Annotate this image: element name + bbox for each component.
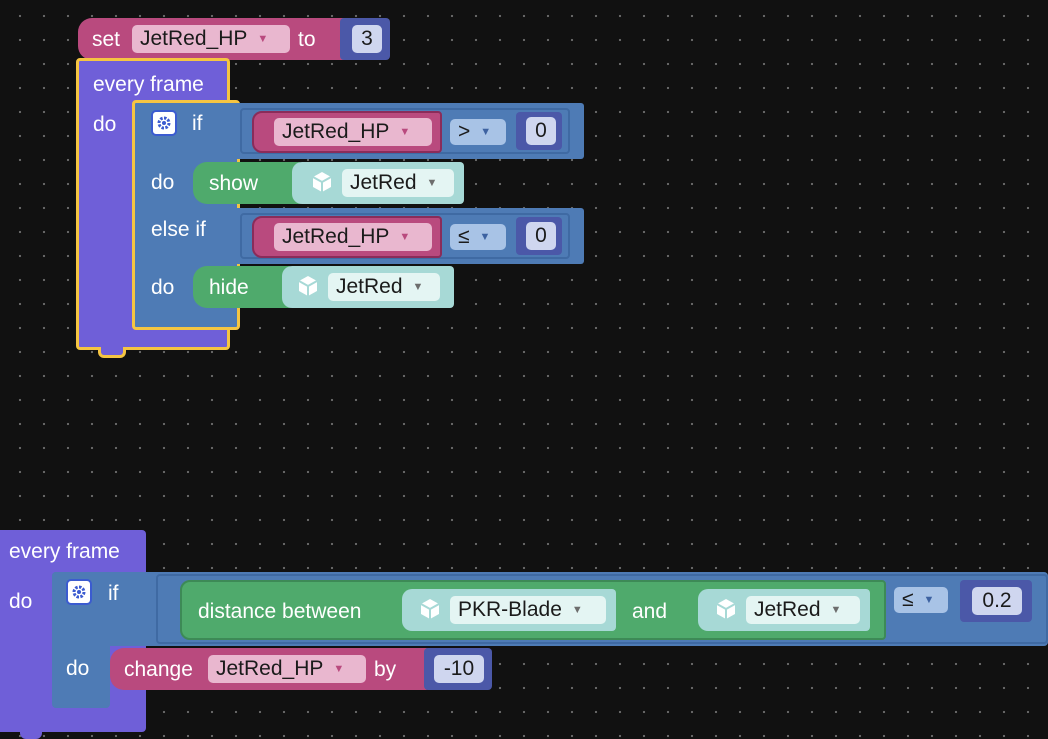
if-label-1: if xyxy=(192,112,203,135)
chevron-down-icon: ▼ xyxy=(333,663,345,675)
set-value-block[interactable]: 3 xyxy=(340,18,390,60)
chevron-down-icon: ▼ xyxy=(257,33,269,45)
change-variable-block[interactable]: change JetRed_HP ▼ by xyxy=(110,648,430,690)
if-label-2: if xyxy=(108,582,119,605)
change-value-field[interactable]: -10 xyxy=(434,655,484,683)
sprite-name-a: PKR-Blade xyxy=(458,598,562,621)
operator-dropdown-2[interactable]: ≤ ▼ xyxy=(450,224,506,250)
gear-icon[interactable] xyxy=(151,110,177,136)
hide-block[interactable]: hide xyxy=(193,266,293,308)
number-block-1[interactable]: 0 xyxy=(516,112,562,150)
do-label-2: do xyxy=(9,590,33,613)
hide-label: hide xyxy=(209,276,249,299)
sprite-dropdown-1[interactable]: JetRed ▼ xyxy=(342,169,454,197)
set-label: set xyxy=(92,28,121,51)
cube-icon xyxy=(312,172,332,192)
do-label-1b: do xyxy=(151,276,175,299)
chevron-down-icon: ▼ xyxy=(399,126,411,138)
variable-dropdown-2[interactable]: JetRed_HP ▼ xyxy=(274,223,432,251)
variable-block-1[interactable]: JetRed_HP ▼ xyxy=(252,111,442,153)
operator-dropdown-1[interactable]: > ▼ xyxy=(450,119,506,145)
set-value-field[interactable]: 3 xyxy=(352,25,382,53)
gear-icon[interactable] xyxy=(66,579,92,605)
show-block[interactable]: show xyxy=(193,162,303,204)
number-block-2[interactable]: 0 xyxy=(516,217,562,255)
sprite-block-1[interactable]: JetRed ▼ xyxy=(292,162,464,204)
set-variable-dropdown[interactable]: JetRed_HP ▼ xyxy=(132,25,290,53)
number-field-3[interactable]: 0.2 xyxy=(972,587,1022,615)
every-frame-label-2: every frame xyxy=(9,540,120,563)
do-label-1a: do xyxy=(151,171,175,194)
chevron-down-icon: ▼ xyxy=(412,281,424,293)
number-field-1[interactable]: 0 xyxy=(526,117,556,145)
chevron-down-icon: ▼ xyxy=(426,177,438,189)
and-label: and xyxy=(632,600,668,623)
chevron-down-icon: ▼ xyxy=(479,231,491,243)
if-body-1 xyxy=(136,103,194,325)
do-label-1: do xyxy=(93,113,117,136)
to-label: to xyxy=(298,28,316,51)
variable-block-2[interactable]: JetRed_HP ▼ xyxy=(252,216,442,258)
operator-3: ≤ xyxy=(902,588,914,611)
elseif-label-1: else if xyxy=(151,218,206,241)
change-variable-dropdown[interactable]: JetRed_HP ▼ xyxy=(208,655,366,683)
cube-icon xyxy=(716,599,736,619)
variable-name-1: JetRed_HP xyxy=(282,120,390,143)
block-notch xyxy=(98,347,126,358)
sprite-dropdown-2[interactable]: JetRed ▼ xyxy=(328,273,440,301)
event-group-1[interactable]: set JetRed_HP ▼ to 3 every frame do if d… xyxy=(0,0,600,360)
sprite-name-2: JetRed xyxy=(336,275,403,298)
number-block-3[interactable]: 0.2 xyxy=(960,580,1032,622)
sprite-block-a[interactable]: PKR-Blade ▼ xyxy=(402,589,616,631)
change-value-block[interactable]: -10 xyxy=(424,648,492,690)
variable-name-2: JetRed_HP xyxy=(282,225,390,248)
sprite-block-2[interactable]: JetRed ▼ xyxy=(282,266,454,308)
distance-label: distance between xyxy=(198,600,362,623)
sprite-name-b: JetRed xyxy=(754,598,821,621)
event-group-2[interactable]: every frame do if do distance between an… xyxy=(0,520,1048,739)
chevron-down-icon: ▼ xyxy=(399,231,411,243)
block-notch xyxy=(20,731,42,739)
operator-dropdown-3[interactable]: ≤ ▼ xyxy=(894,587,948,613)
chevron-down-icon: ▼ xyxy=(571,604,583,616)
by-label: by xyxy=(374,658,397,681)
chevron-down-icon: ▼ xyxy=(923,594,935,606)
sprite-dropdown-b[interactable]: JetRed ▼ xyxy=(746,596,860,624)
change-variable-name: JetRed_HP xyxy=(216,657,324,680)
number-field-2[interactable]: 0 xyxy=(526,222,556,250)
operator-1: > xyxy=(458,120,471,143)
operator-2: ≤ xyxy=(458,225,470,248)
chevron-down-icon: ▼ xyxy=(830,604,842,616)
sprite-name-1: JetRed xyxy=(350,171,417,194)
variable-dropdown-1[interactable]: JetRed_HP ▼ xyxy=(274,118,432,146)
do-label-2a: do xyxy=(66,657,90,680)
chevron-down-icon: ▼ xyxy=(480,126,492,138)
set-variable-block[interactable]: set JetRed_HP ▼ to xyxy=(78,18,350,60)
change-label: change xyxy=(124,658,193,681)
sprite-block-b[interactable]: JetRed ▼ xyxy=(698,589,870,631)
sprite-dropdown-a[interactable]: PKR-Blade ▼ xyxy=(450,596,606,624)
set-variable-name: JetRed_HP xyxy=(140,27,248,50)
every-frame-label-1: every frame xyxy=(93,73,204,96)
show-label: show xyxy=(209,172,259,195)
cube-icon xyxy=(420,599,440,619)
cube-icon xyxy=(298,276,318,296)
